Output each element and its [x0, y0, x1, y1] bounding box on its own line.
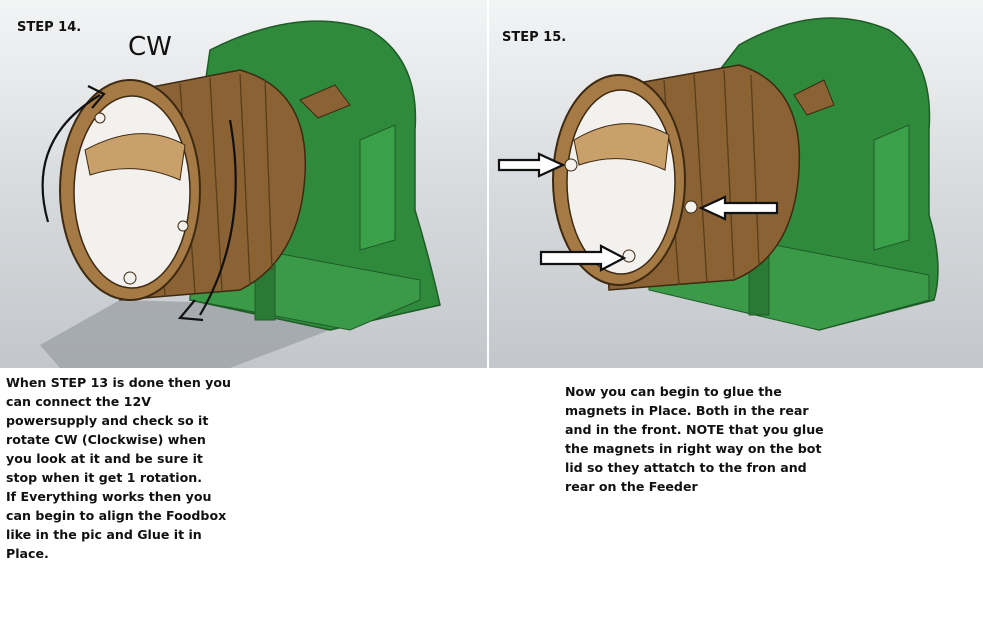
step15-render — [489, 0, 983, 368]
drum-opening — [567, 90, 675, 274]
housing-side-panel — [874, 125, 909, 250]
magnet-hole — [623, 250, 635, 262]
step14-title: STEP 14. — [17, 20, 81, 35]
step14-render: CW — [0, 0, 487, 368]
magnet-hole — [124, 272, 136, 284]
magnet-hole — [95, 113, 105, 123]
magnet-hole — [685, 201, 697, 213]
housing-side-panel — [360, 125, 395, 250]
step15-image-panel: STEP 15. — [489, 0, 983, 368]
step14-instructions: When STEP 13 is done then you can connec… — [6, 373, 246, 563]
cw-annotation: CW — [128, 32, 172, 62]
step15-title: STEP 15. — [502, 30, 566, 45]
magnet-hole — [565, 159, 577, 171]
step15-instructions: Now you can begin to glue the magnets in… — [565, 382, 825, 496]
step14-image-panel: CW STEP 14. — [0, 0, 487, 368]
magnet-hole — [178, 221, 188, 231]
drum-opening — [74, 96, 190, 288]
